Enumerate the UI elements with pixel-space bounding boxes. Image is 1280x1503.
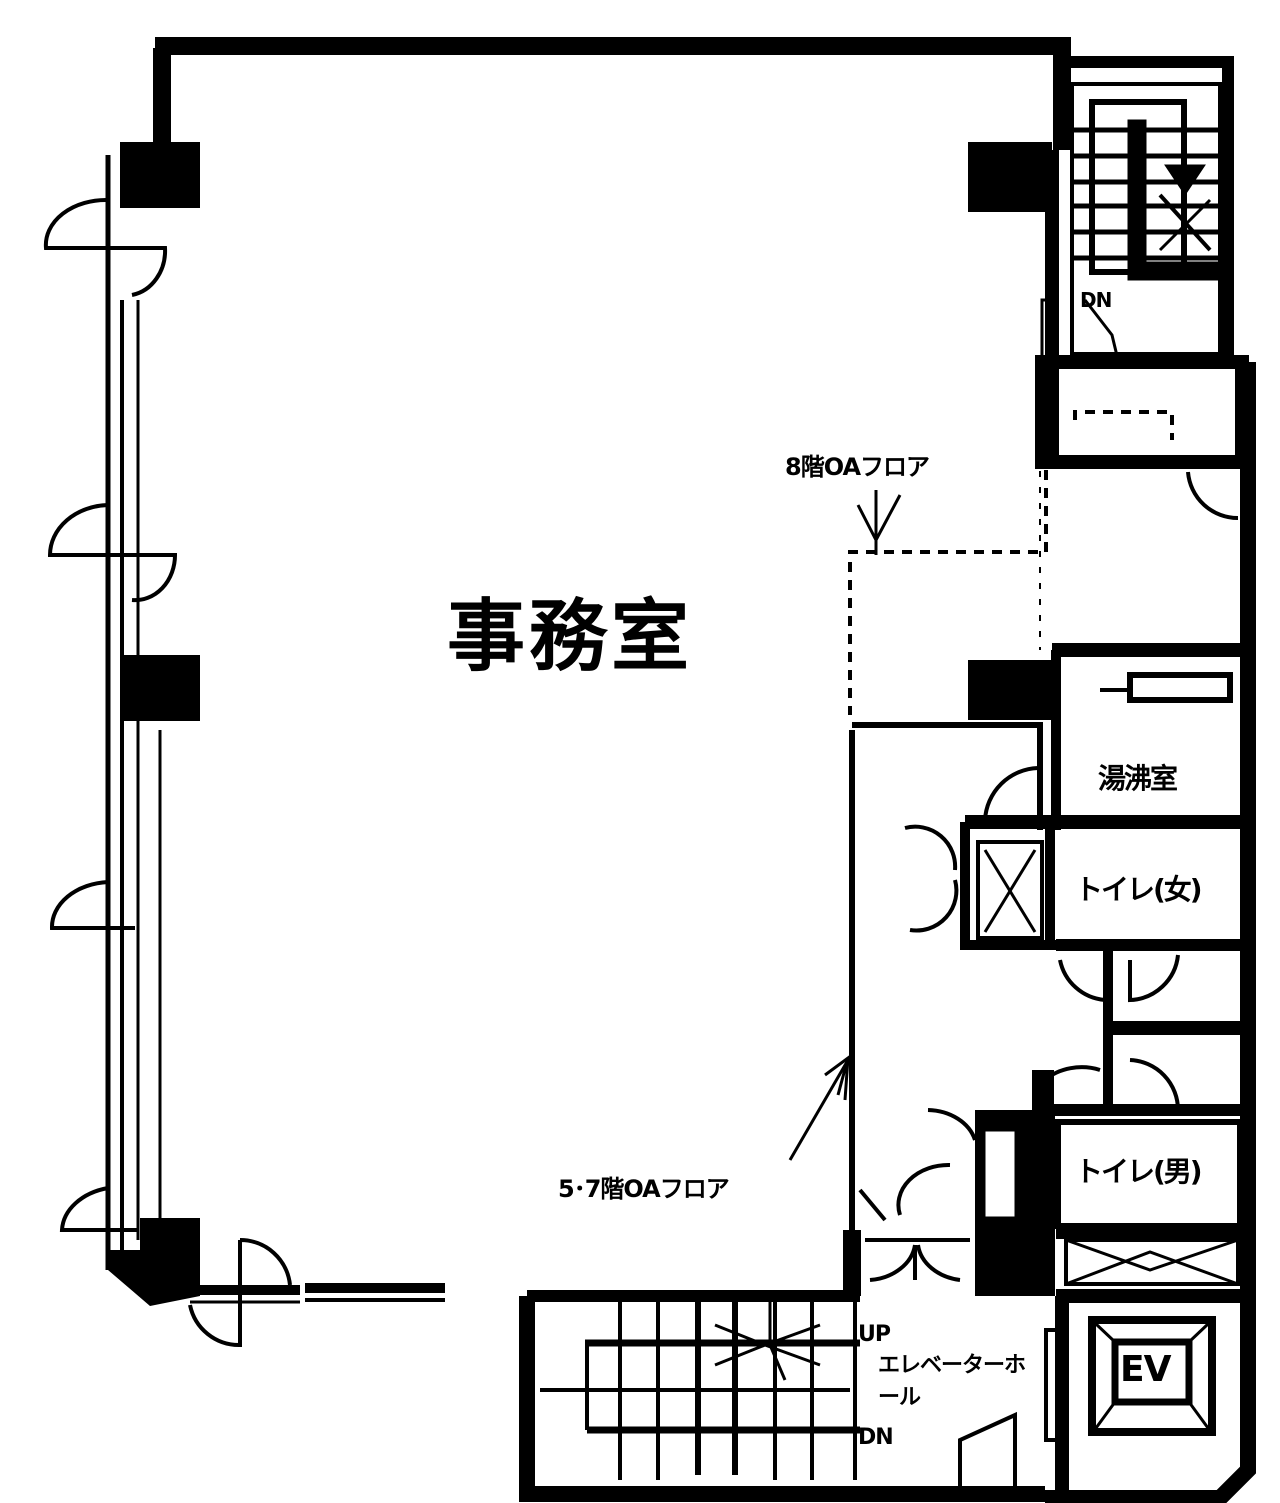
room-label-toilet-men: トイレ(男) [1075,1155,1203,1188]
stair-down-label-top: DN [1080,288,1112,312]
room-label-elevator-hall: エレベーターホール [878,1353,1026,1410]
room-label-toilet-women: トイレ(女) [1075,873,1203,906]
room-label-elevator: EV [1120,1349,1171,1390]
stair-lower [540,1300,860,1480]
oa-floor-boundary [848,470,1048,715]
exterior-walls [105,37,1256,1503]
stair-up-label: UP [858,1322,891,1347]
shaft-room [1035,355,1249,650]
door-swings [43,197,1181,1494]
oa-floor-5-7-arrow [788,1054,850,1161]
stair-upper-right [1040,82,1222,361]
stair-down-label: DN [858,1425,894,1450]
room-label-office: 事務室 [447,592,694,682]
service-core-walls [852,643,1248,1494]
oa-floor-5-7f-label: 5･7階OAフロア [558,1175,730,1203]
oa-floor-8f-label: 8階OAフロア [785,453,930,481]
room-label-kitchenette: 湯沸室 [1098,762,1178,795]
elevator-car [1088,1316,1216,1436]
